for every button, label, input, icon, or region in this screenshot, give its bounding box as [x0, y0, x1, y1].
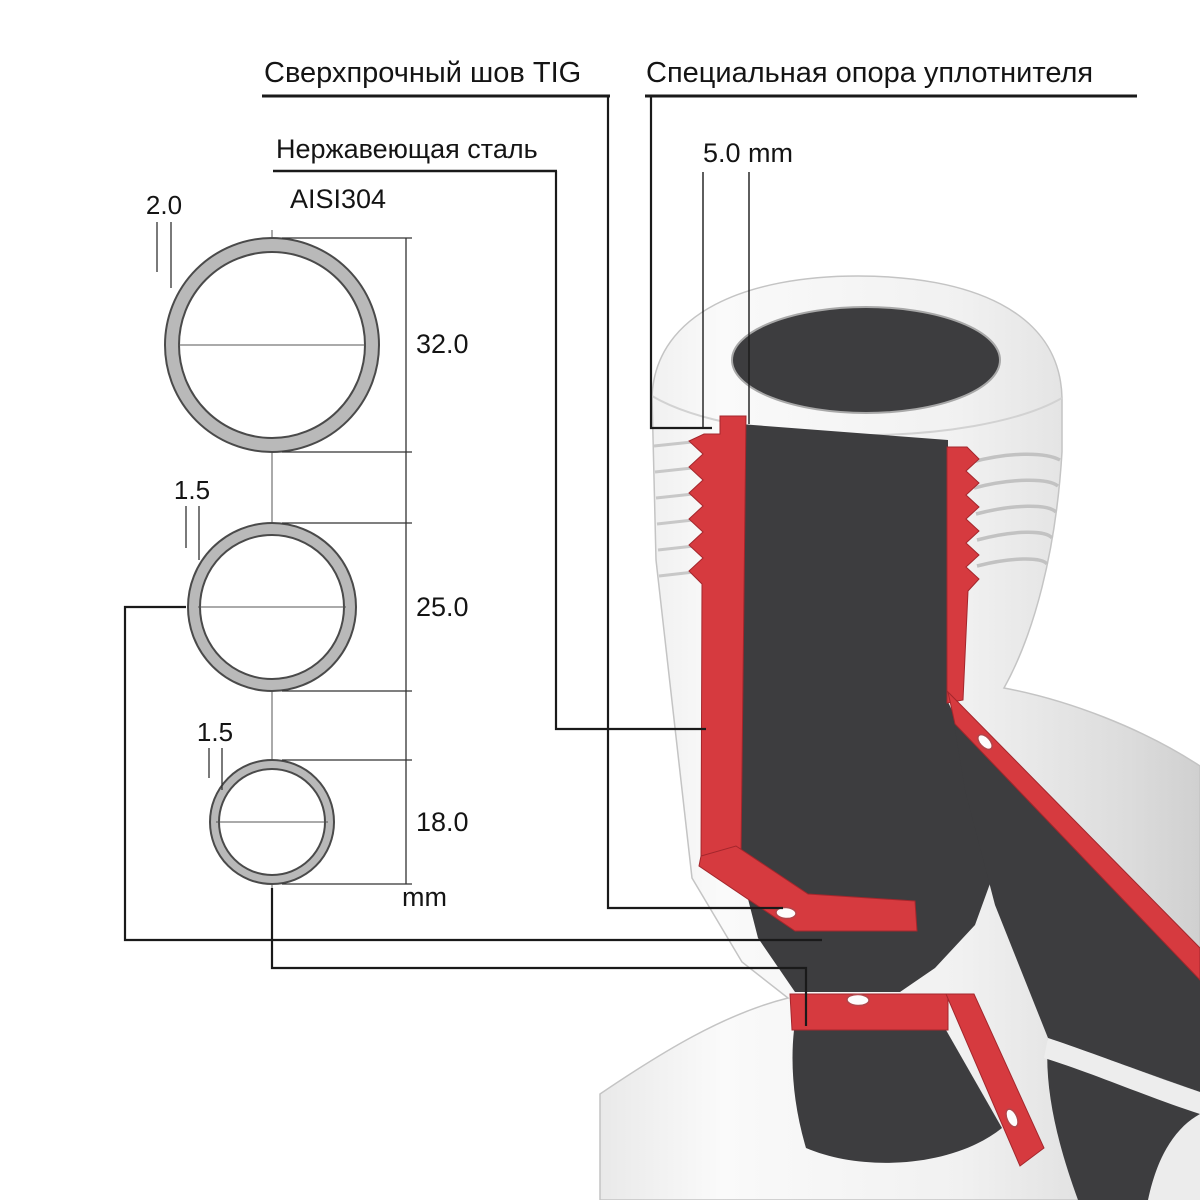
callout-lines [123, 94, 1137, 1026]
cut-strip-middle [698, 845, 918, 932]
weld-dot-icon [977, 733, 993, 751]
pipe-18-wall-label: 1.5 [197, 717, 233, 747]
weld-dot-icon [846, 993, 870, 1007]
seal-support-label: Специальная опора уплотнителя [646, 57, 1093, 89]
pipe-32-diameter-label: 32.0 [416, 329, 469, 359]
diameter-dimension-lines [282, 237, 412, 885]
threads-right [971, 452, 1061, 568]
cut-strip-bottom [789, 993, 949, 1031]
wall-thickness-top-label: 5.0 mm [703, 138, 793, 168]
pipe-18-section [209, 759, 335, 885]
material-label: Нержавеющая сталь [276, 134, 538, 164]
threads-left [653, 440, 695, 578]
tig-leader-line [606, 96, 783, 910]
cavity-main [737, 424, 1000, 992]
weld-dot-icon [775, 906, 797, 920]
pipe-25-diameter-label: 25.0 [416, 592, 469, 622]
alloy-label: AISI304 [290, 184, 386, 214]
text-labels: Сверхпрочный шов TIG Специальная опора у… [146, 57, 1093, 912]
cut-band-bottom-right [945, 993, 1045, 1167]
pipe-32-wall-label: 2.0 [146, 190, 182, 220]
cut-faces [688, 415, 1200, 1167]
pipe-32-section [164, 237, 380, 453]
outer-surface-sliver [1044, 1038, 1200, 1114]
weld-dots [775, 733, 1019, 1128]
top-opening-hole [731, 306, 1001, 414]
cut-band-branch [947, 690, 1200, 981]
cavity-branch [950, 700, 1200, 1092]
pipe-18-diameter-label: 18.0 [416, 807, 469, 837]
pipe-25-wall-label: 1.5 [174, 475, 210, 505]
pipe-cross-sections [156, 222, 412, 890]
corner-surface-sliver [1148, 1114, 1200, 1200]
cavity-bottom-pipe [792, 1030, 1002, 1163]
fitting-illustration [599, 275, 1200, 1200]
pipe-bottom-leader-line [270, 888, 808, 1026]
pipe25-leader-line [123, 605, 822, 942]
weld-dot-icon [1005, 1108, 1019, 1128]
tig-seam-label: Сверхпрочный шов TIG [264, 57, 581, 89]
pipe-25-section [187, 522, 357, 692]
unit-label: mm [402, 882, 447, 912]
material-leader-line [554, 171, 706, 731]
seal-leader-line [649, 96, 712, 430]
cut-wall-right [946, 446, 980, 704]
wall-thickness-ticks [156, 222, 223, 790]
cut-wall-left [688, 415, 747, 863]
